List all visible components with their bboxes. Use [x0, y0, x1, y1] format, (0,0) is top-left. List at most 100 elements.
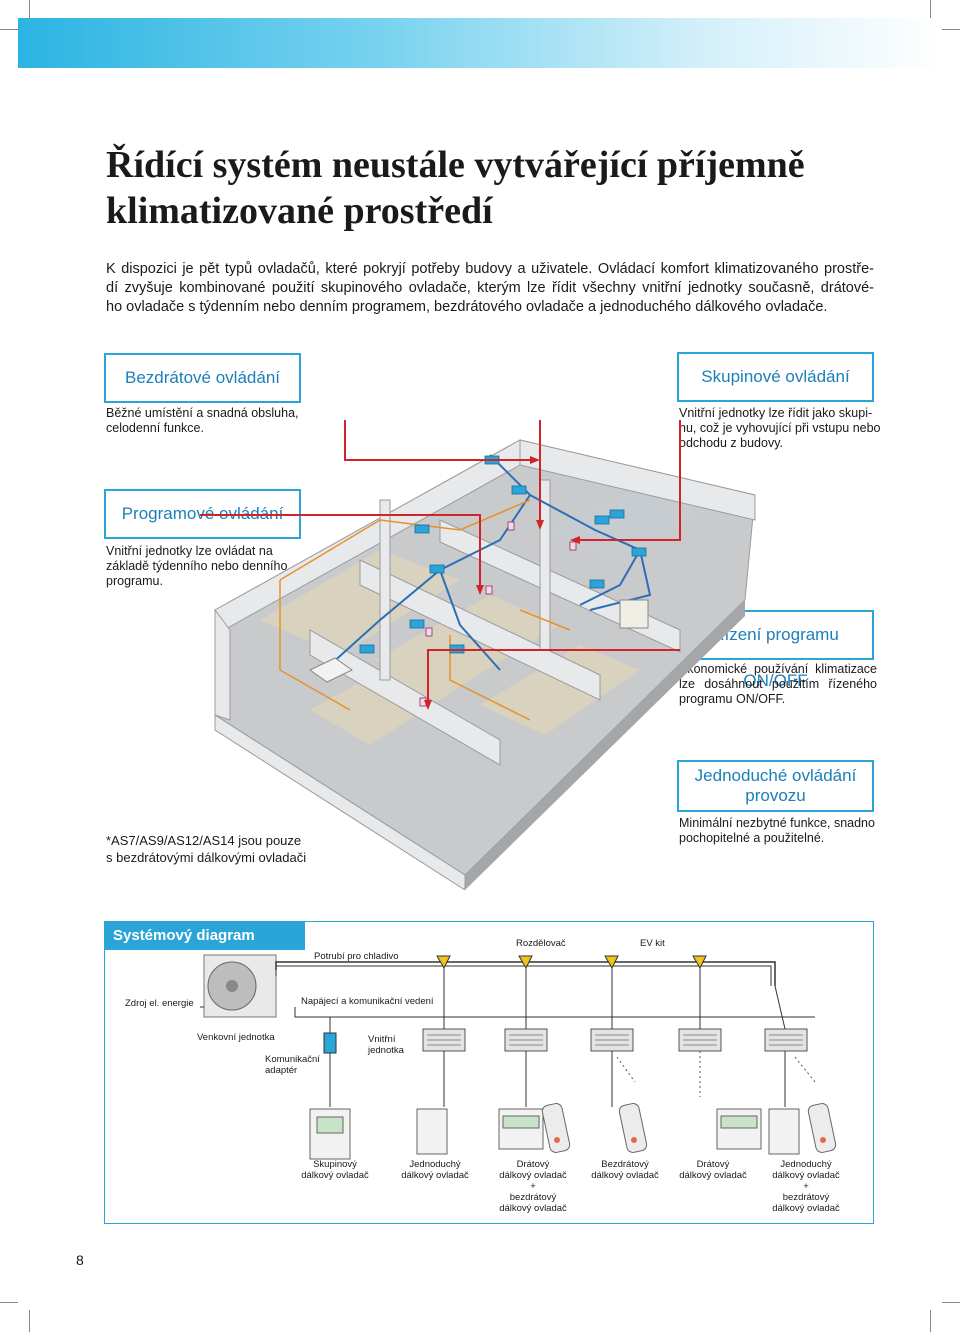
outdoor-unit	[619, 599, 649, 629]
controller-label-line: dálkový ovladač	[591, 1170, 659, 1181]
wireless-remote	[807, 1103, 837, 1153]
footnote-line: *AS7/AS9/AS12/AS14 jsou pouze	[106, 833, 302, 848]
controller-label-line: Jednoduchý	[409, 1159, 461, 1170]
supply-line-label: Napájecí a komunikační vedení	[301, 996, 434, 1007]
cassette-grille	[427, 1034, 461, 1046]
cassette-grille	[595, 1034, 629, 1046]
controller-label: Bezdrátový dálkový ovladač	[585, 1159, 665, 1181]
adapter-label: Komunikační adaptér	[265, 1054, 320, 1076]
intro-line: K dispozici je pět typů ovladačů, které …	[106, 261, 874, 277]
wireless-control-description: Běžné umístění a snadná obsluha, celoden…	[106, 406, 316, 436]
controller-display	[502, 1115, 540, 1129]
controller-label-line: Drátový	[516, 1159, 550, 1170]
indoor-unit	[631, 547, 647, 557]
page-title-line: Řídící systém neustále vytvářející příje…	[106, 144, 805, 186]
building-illustration	[200, 420, 756, 890]
controller-label-line: bezdrátový	[782, 1192, 830, 1203]
wall	[309, 629, 501, 766]
system-diagram-wiring	[200, 954, 837, 1160]
adapter-label-line: Komunikační	[265, 1054, 320, 1065]
splitter	[604, 955, 619, 970]
controller-label: Drátový dálkový ovladač	[673, 1159, 753, 1181]
crop-mark	[930, 1310, 931, 1332]
description-line: základě týdenního nebo denního	[106, 559, 288, 573]
outdoor-unit-label: Venkovní jednotka	[197, 1032, 275, 1043]
wireless-remote	[618, 1103, 648, 1153]
controller-label-line: Drátový	[696, 1159, 730, 1170]
indoor-unit	[414, 524, 430, 534]
onoff-control-description: Ekonomické používání klimatizace lze dos…	[679, 662, 877, 707]
wall-controller	[485, 585, 493, 595]
remote-button	[554, 1137, 560, 1143]
power-line	[294, 1007, 815, 1018]
splitter	[692, 955, 707, 970]
ceiling-cassette	[309, 657, 353, 683]
controller-label: Jednoduchý dálkový ovladač	[395, 1159, 475, 1181]
controller-label-line: dálkový ovladač	[772, 1170, 840, 1181]
indoor-unit	[359, 644, 375, 654]
splitter	[436, 955, 451, 970]
simple-control-heading: Jednoduché ovládání	[694, 766, 857, 785]
program-control-heading: Programové ovládání	[121, 504, 284, 523]
pointer-arrow	[575, 420, 681, 541]
intro-line: ho ovladače s týdenním nebo denním progr…	[106, 299, 828, 315]
group-control-heading: Skupinové ovládání	[701, 367, 850, 386]
pointer-arrow	[200, 514, 481, 590]
onoff-control-heading: Řízení programu ON/OFF	[712, 625, 839, 690]
description-line: celodenní funkce.	[106, 421, 204, 435]
wireless-signal	[616, 1056, 636, 1083]
description-line: Ekonomické používání klimatizace	[679, 662, 877, 676]
indoor-unit	[609, 509, 625, 519]
indoor-unit	[589, 579, 605, 589]
crop-mark	[942, 1302, 960, 1303]
controller-display	[316, 1116, 344, 1134]
wireless-control-heading: Bezdrátové ovládání	[125, 368, 280, 387]
onoff-control-heading-box: Řízení programu ON/OFF	[677, 610, 874, 690]
cassette-grille	[683, 1034, 717, 1046]
controller-label-line: +	[803, 1181, 809, 1192]
group-control-heading-box: Skupinové ovládání	[677, 352, 874, 402]
header-gradient-band	[18, 18, 942, 68]
crop-mark	[930, 0, 931, 20]
controller-wire	[443, 1051, 786, 1107]
controller-label-line: Bezdrátový	[601, 1159, 649, 1170]
intro-paragraph: K dispozici je pět typů ovladačů, které …	[106, 260, 874, 317]
crop-mark	[0, 29, 18, 30]
indoor-unit	[429, 564, 445, 574]
description-line: Běžné umístění a snadná obsluha,	[106, 406, 299, 420]
refrigerant-pipe	[589, 549, 652, 611]
wireless-control-heading-box: Bezdrátové ovládání	[104, 353, 301, 403]
description-line: programu ON/OFF.	[679, 692, 786, 706]
room-floor	[375, 595, 560, 695]
room-floor	[550, 490, 700, 560]
controller-display	[720, 1115, 758, 1129]
wired-controller	[498, 1108, 544, 1150]
description-line: Vnitřní jednotky lze ovládat na	[106, 544, 273, 558]
indoor-unit-label-line: jednotka	[368, 1045, 404, 1056]
ev-kit-label: EV kit	[640, 938, 665, 949]
group-control-description: Vnitřní jednotky lze řídit jako skupi- n…	[679, 406, 881, 451]
wall-controller	[425, 627, 433, 637]
communication-wire	[519, 609, 571, 631]
simple-controller	[768, 1108, 800, 1155]
cassette-grille	[509, 1034, 543, 1046]
crop-mark	[29, 1310, 30, 1332]
controller-label-line: +	[530, 1181, 536, 1192]
indoor-unit	[409, 619, 425, 629]
adapter-label-line: adaptér	[265, 1065, 298, 1076]
pipe-drop	[443, 968, 786, 1030]
wall	[359, 559, 601, 701]
wall-controller	[507, 521, 515, 531]
footnote-line: s bezdrátovými dálkovými ovladači	[106, 850, 307, 865]
wall	[379, 499, 391, 681]
simple-control-description: Minimální nezbytné funkce, snadno pochop…	[679, 816, 879, 846]
communication-adapter	[323, 1032, 337, 1054]
refrigerant-pipe-line	[275, 965, 772, 986]
system-diagram: Systémový diagram	[104, 921, 874, 1224]
splitter	[518, 955, 533, 970]
description-line: pochopitelné a použitelné.	[679, 831, 825, 845]
room-floor	[310, 660, 455, 745]
description-line: nu, což je vyhovující při vstupu nebo	[679, 421, 881, 435]
system-diagram-title: Systémový diagram	[105, 922, 305, 950]
wireless-remote	[541, 1103, 571, 1153]
